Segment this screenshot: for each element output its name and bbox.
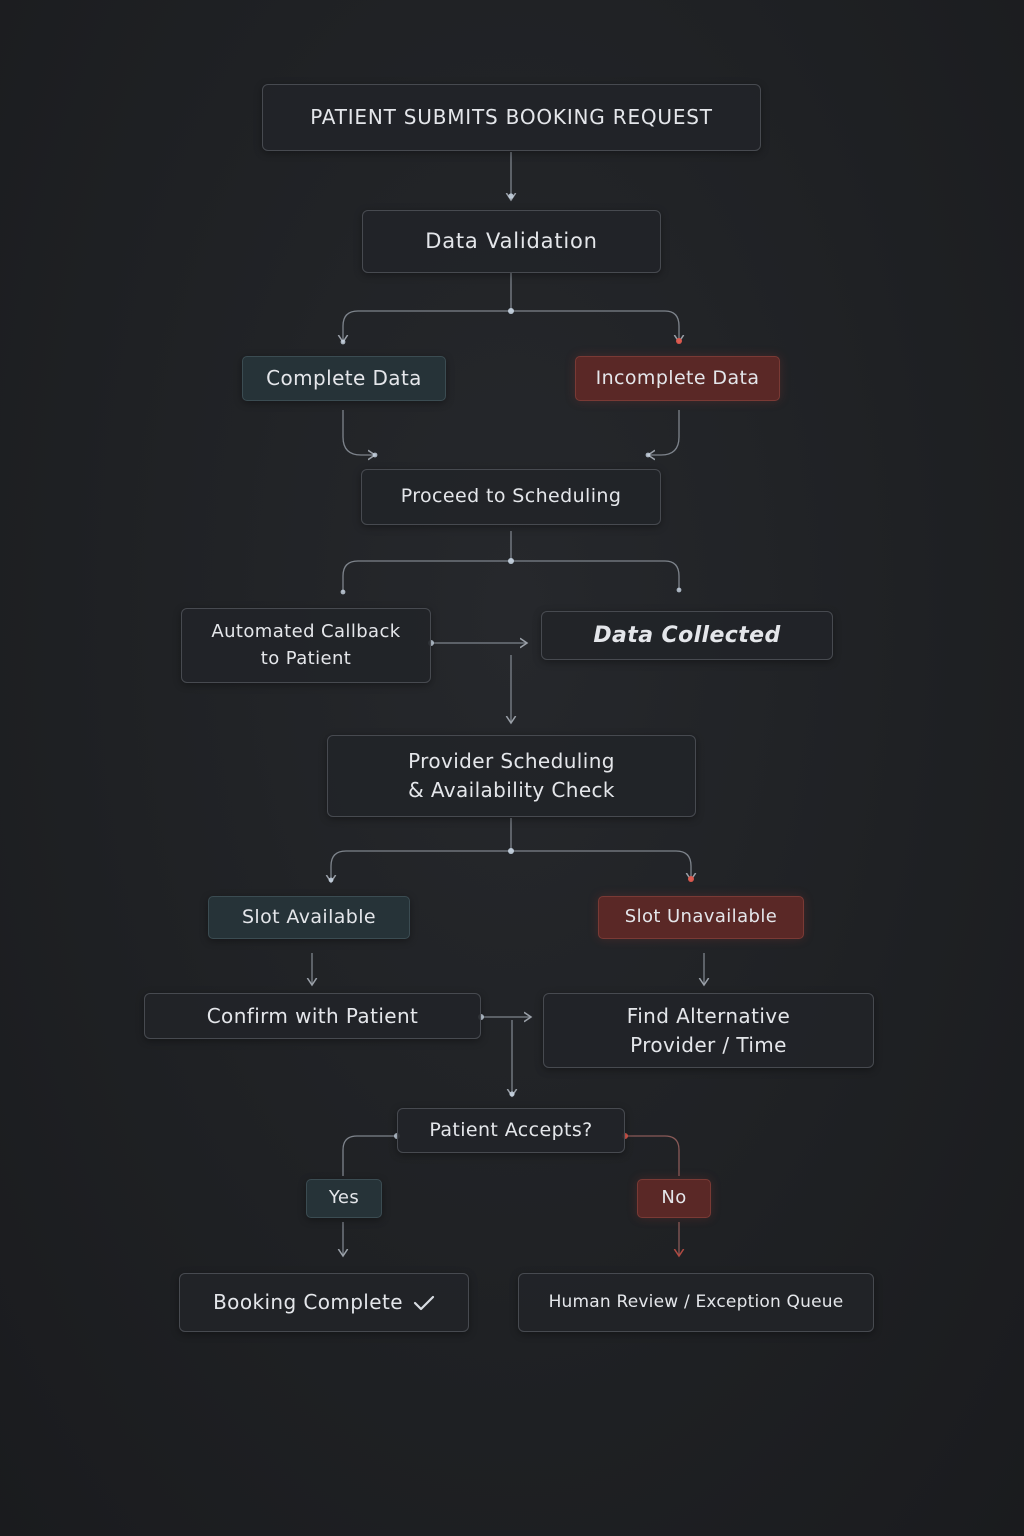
provider-scheduling-node: Provider Scheduling & Availability Check bbox=[327, 735, 696, 817]
patient-accepts-node: Patient Accepts? bbox=[397, 1108, 625, 1153]
connector-dot bbox=[676, 587, 682, 593]
no-node: No bbox=[637, 1179, 711, 1218]
connector-dot bbox=[372, 452, 378, 458]
connector-dot bbox=[509, 1091, 515, 1097]
connector-validation-left bbox=[343, 310, 511, 342]
start-node: PATIENT SUBMITS BOOKING REQUEST bbox=[262, 84, 761, 151]
connector-accepts-no bbox=[625, 1135, 680, 1176]
connector-dot bbox=[328, 877, 334, 883]
complete-data-node: Complete Data bbox=[242, 356, 446, 401]
connector-accepts-yes bbox=[342, 1135, 397, 1176]
automated-callback-node: Automated Callback to Patient bbox=[181, 608, 431, 683]
connector-provider-left bbox=[331, 850, 511, 882]
connector-complete-proceed bbox=[342, 410, 375, 455]
data-validation-node: Data Validation bbox=[362, 210, 661, 273]
connector-dot bbox=[688, 876, 694, 882]
connector-incomplete-proceed bbox=[648, 410, 680, 455]
slot-available-node: Slot Available bbox=[208, 896, 410, 939]
data-collected-node: Data Collected bbox=[541, 611, 833, 660]
connector-dot bbox=[676, 338, 682, 344]
connector-dot bbox=[508, 558, 514, 564]
connector-proceed-left bbox=[342, 560, 511, 592]
human-review-node: Human Review / Exception Queue bbox=[518, 1273, 874, 1332]
proceed-to-scheduling-node: Proceed to Scheduling bbox=[361, 469, 661, 525]
slot-unavailable-node: Slot Unavailable bbox=[598, 896, 804, 939]
booking-complete-label: Booking Complete bbox=[213, 1290, 403, 1314]
yes-node: Yes bbox=[306, 1179, 382, 1218]
connector-dot bbox=[340, 589, 346, 595]
connector-dot bbox=[508, 848, 514, 854]
connector-dot bbox=[645, 452, 651, 458]
connector-dot bbox=[508, 308, 514, 314]
connector-dot bbox=[340, 339, 346, 345]
connector-proceed-right bbox=[511, 560, 680, 590]
checkmark-icon bbox=[413, 1295, 435, 1310]
incomplete-data-node: Incomplete Data bbox=[575, 356, 780, 401]
find-alternative-node: Find Alternative Provider / Time bbox=[543, 993, 874, 1068]
confirm-with-patient-node: Confirm with Patient bbox=[144, 993, 481, 1039]
connector-provider-right bbox=[511, 850, 691, 880]
connector-validation-right bbox=[511, 310, 679, 342]
connector-dot bbox=[508, 193, 514, 199]
booking-complete-node: Booking Complete bbox=[179, 1273, 469, 1332]
